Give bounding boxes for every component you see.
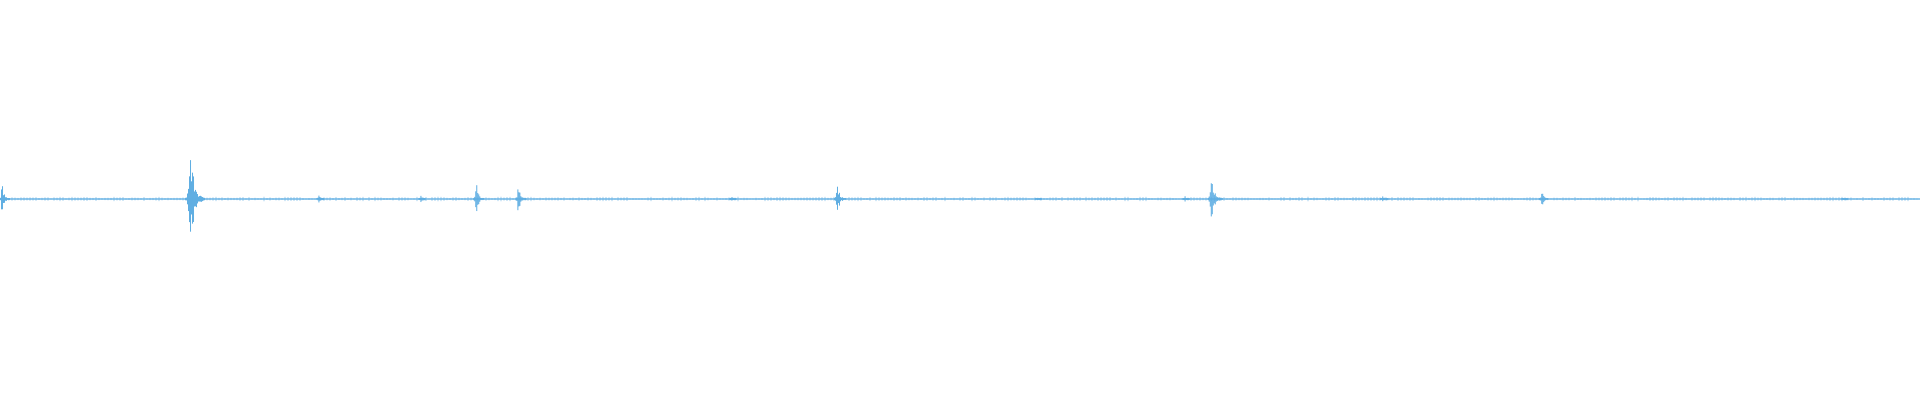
waveform-group	[0, 160, 1920, 232]
